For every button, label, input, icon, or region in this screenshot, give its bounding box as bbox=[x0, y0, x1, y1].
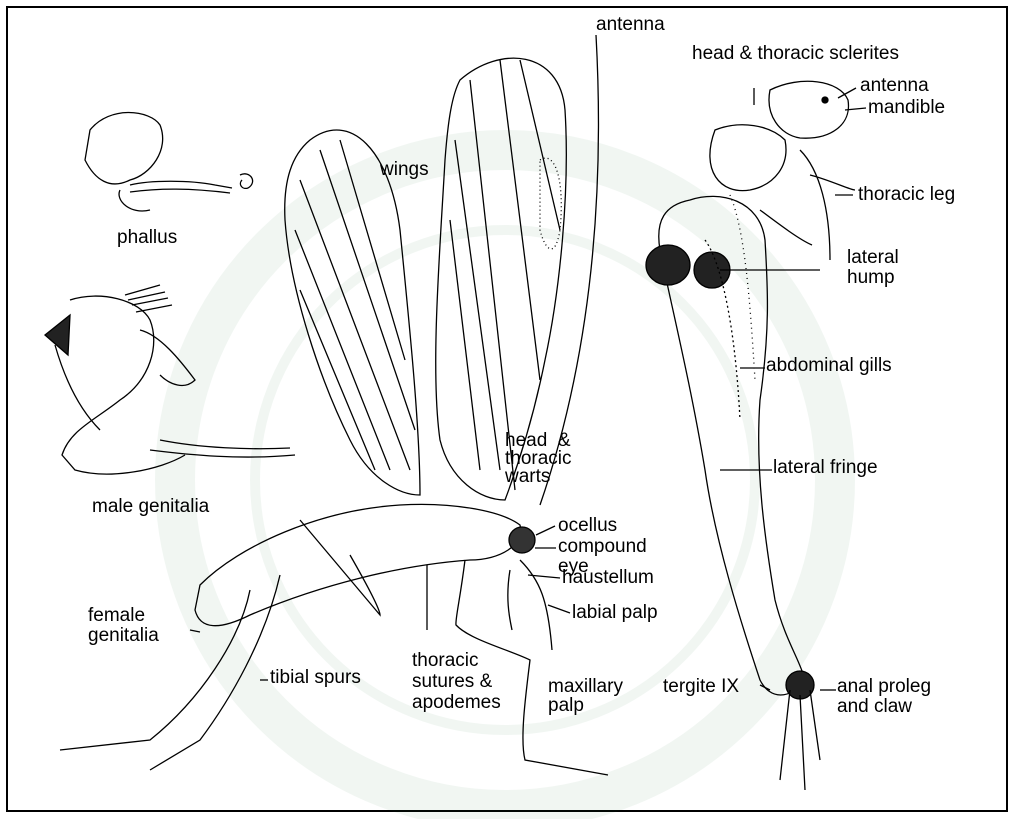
label-abdominal-gills: abdominal gills bbox=[766, 356, 892, 376]
label-phallus: phallus bbox=[117, 228, 177, 248]
phallus-drawing bbox=[85, 113, 253, 211]
leader-lines bbox=[190, 88, 866, 690]
label-thoracic-leg: thoracic leg bbox=[858, 185, 955, 205]
label-tibial-spurs: tibial spurs bbox=[270, 668, 361, 688]
label-lateral-fringe: lateral fringe bbox=[773, 458, 878, 478]
label-antenna-adult: antenna bbox=[596, 15, 665, 35]
label-male-genitalia: male genitalia bbox=[92, 497, 209, 517]
label-anal-proleg: anal proleg and claw bbox=[837, 677, 931, 717]
label-head-thoracic-sclerites: head & thoracic sclerites bbox=[692, 44, 899, 64]
label-head-thoracic-warts: head & thoracic warts bbox=[505, 432, 572, 486]
label-thoracic-sutures: thoracic sutures & apodemes bbox=[412, 650, 501, 713]
label-mandible: mandible bbox=[868, 98, 945, 118]
label-ocellus: ocellus bbox=[558, 516, 617, 536]
label-tergite-ix: tergite IX bbox=[663, 677, 739, 697]
label-lateral-hump: lateral hump bbox=[847, 248, 899, 288]
label-antenna-larva: antenna bbox=[860, 76, 929, 96]
label-haustellum: haustellum bbox=[562, 568, 654, 588]
male-genitalia-drawing bbox=[45, 285, 295, 474]
label-wings: wings bbox=[380, 160, 429, 180]
label-female-genitalia: female genitalia bbox=[88, 606, 159, 646]
label-maxillary-palp: maxillary palp bbox=[548, 677, 623, 715]
label-labial-palp: labial palp bbox=[572, 603, 658, 623]
